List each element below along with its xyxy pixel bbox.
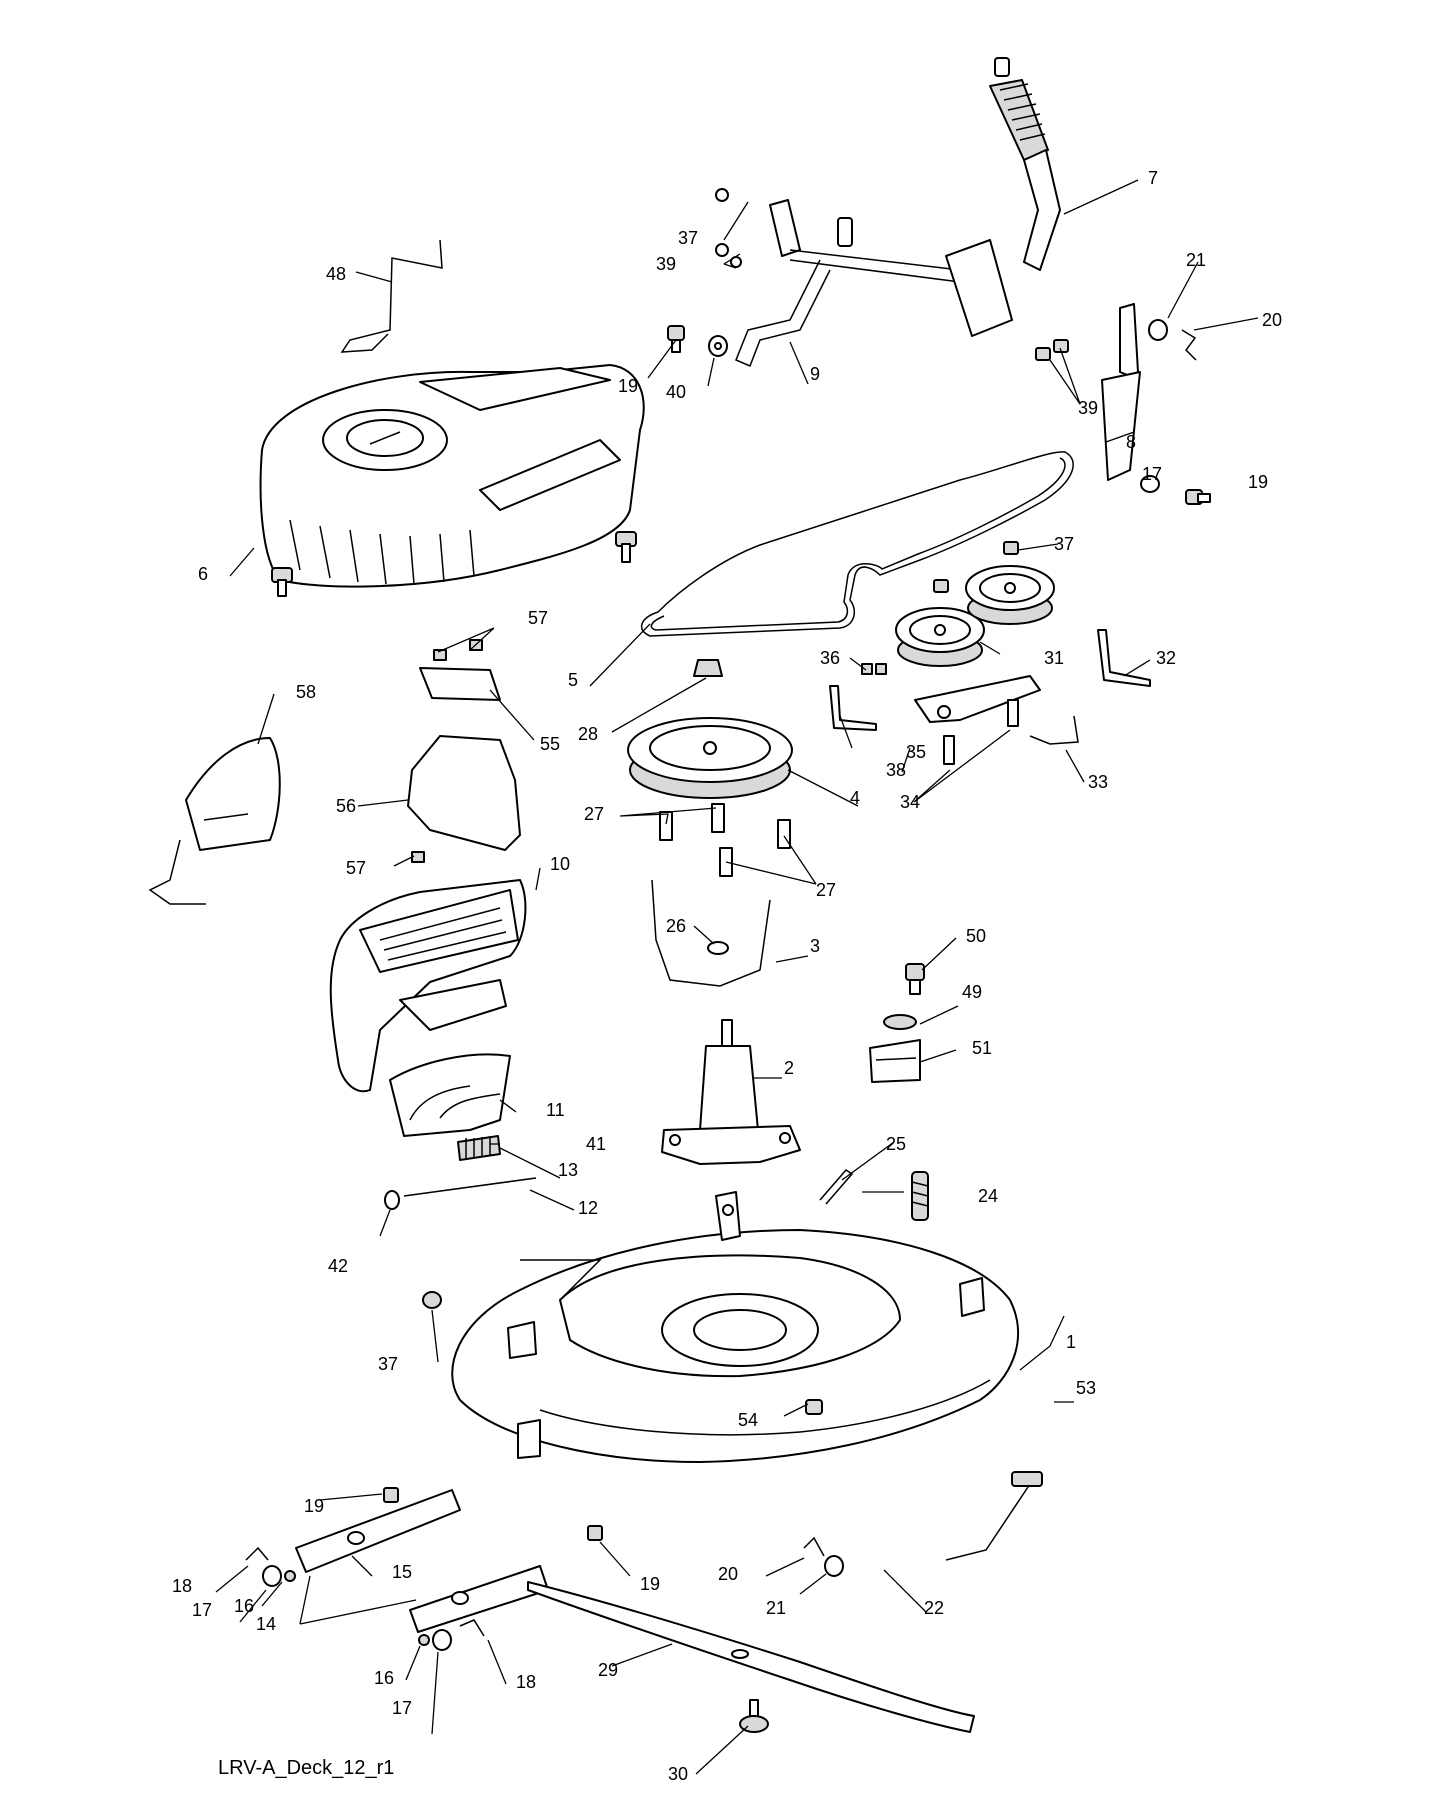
idler-bracket-hardware (829, 629, 1151, 765)
label-30: 30 (668, 1764, 688, 1784)
diagram-caption: LRV-A_Deck_12_r1 (218, 1757, 394, 1779)
label-55: 55 (540, 734, 560, 754)
label-57a: 57 (528, 608, 548, 628)
label-50: 50 (966, 926, 986, 946)
label-39a: 39 (656, 254, 676, 274)
label-34: 34 (900, 792, 920, 812)
label-19d: 19 (1248, 472, 1268, 492)
label-27b: 27 (816, 880, 836, 900)
label-12: 12 (578, 1198, 598, 1218)
label-49: 49 (962, 982, 982, 1002)
callout-labels: 1 2 3 4 5 6 7 8 9 10 11 12 13 14 15 16 1… (172, 168, 1282, 1784)
label-9: 9 (810, 364, 820, 384)
part-7-lift-handle (989, 57, 1061, 271)
label-22: 22 (924, 1598, 944, 1618)
label-20b: 20 (718, 1564, 738, 1584)
label-51: 51 (972, 1038, 992, 1058)
label-37a: 37 (678, 228, 698, 248)
label-18b: 18 (516, 1672, 536, 1692)
label-10: 10 (550, 854, 570, 874)
label-19c: 19 (618, 376, 638, 396)
label-25: 25 (886, 1134, 906, 1154)
label-17c: 17 (1142, 464, 1162, 484)
part-4-drive-pulley (627, 659, 793, 799)
part-22-rod (945, 1471, 1043, 1561)
label-29: 29 (598, 1660, 618, 1680)
label-13: 13 (558, 1160, 578, 1180)
label-40: 40 (666, 382, 686, 402)
parts-24-25 (819, 1169, 929, 1221)
label-21b: 21 (766, 1598, 786, 1618)
label-36: 36 (820, 648, 840, 668)
part-5-belt (640, 451, 1074, 637)
leader-lines (215, 179, 1259, 1775)
label-1: 1 (1066, 1332, 1076, 1352)
part-29-blade (527, 1581, 975, 1733)
part-58-deflector (148, 737, 281, 905)
label-58: 58 (296, 682, 316, 702)
label-57b: 57 (346, 858, 366, 878)
part-27-bolts (659, 803, 791, 877)
label-28: 28 (578, 724, 598, 744)
label-35: 35 (906, 742, 926, 762)
label-48: 48 (326, 264, 346, 284)
label-16b: 16 (374, 1668, 394, 1688)
label-17b: 17 (392, 1698, 412, 1718)
label-37c: 37 (378, 1354, 398, 1374)
label-3: 3 (810, 936, 820, 956)
label-6: 6 (198, 564, 208, 584)
part-37-nut (422, 1291, 442, 1309)
parts-16-17-18 (245, 1536, 844, 1651)
parts-49-50-51 (869, 963, 925, 1083)
label-53: 53 (1076, 1378, 1096, 1398)
label-7: 7 (1148, 168, 1158, 188)
label-17a: 17 (192, 1600, 212, 1620)
hardware-19-40-top (667, 325, 728, 357)
label-39b: 39 (1078, 398, 1098, 418)
part-3-bracket (651, 879, 771, 987)
parts-55-56-57 (407, 639, 521, 863)
label-24: 24 (978, 1186, 998, 1206)
part-48-rod (340, 239, 443, 353)
lift-shaft-assembly (715, 188, 1013, 367)
label-38: 38 (886, 760, 906, 780)
label-2: 2 (784, 1058, 794, 1078)
label-11: 11 (546, 1100, 565, 1120)
label-31: 31 (1044, 648, 1064, 668)
part-30-bolt (739, 1699, 769, 1733)
part-8-bracket (1035, 303, 1211, 505)
label-21a: 21 (1186, 250, 1206, 270)
label-27a: 27 (584, 804, 604, 824)
label-33: 33 (1088, 772, 1108, 792)
label-5: 5 (568, 670, 578, 690)
label-16a: 16 (234, 1596, 254, 1616)
label-4: 4 (850, 788, 860, 808)
label-41: 41 (586, 1134, 606, 1154)
part-1-deck (451, 1191, 1019, 1463)
parts-11-12-13-41-42 (384, 1053, 537, 1210)
label-8: 8 (1126, 432, 1136, 452)
label-56: 56 (336, 796, 356, 816)
label-54: 54 (738, 1410, 758, 1430)
label-20a: 20 (1262, 310, 1282, 330)
label-15: 15 (392, 1562, 412, 1582)
label-37b: 37 (1054, 534, 1074, 554)
part-2-spindle (661, 1019, 801, 1165)
part-31-idler-pulleys (895, 541, 1055, 667)
part-10-chute (329, 879, 527, 1093)
label-19b: 19 (640, 1574, 660, 1594)
label-18a: 18 (172, 1576, 192, 1596)
label-26: 26 (666, 916, 686, 936)
label-42: 42 (328, 1256, 348, 1276)
part-14-lift-links (295, 1487, 603, 1633)
label-32: 32 (1156, 648, 1176, 668)
label-19a: 19 (304, 1496, 324, 1516)
label-14: 14 (256, 1614, 276, 1634)
part-6-belt-cover (259, 364, 645, 597)
